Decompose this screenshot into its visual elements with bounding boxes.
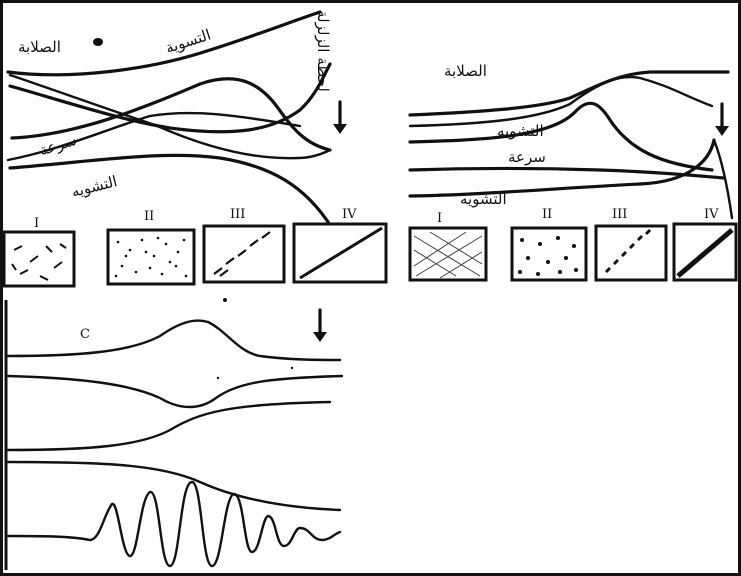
b-curve-bump <box>6 319 342 362</box>
r-curve-distortion <box>408 166 726 180</box>
stray-dot <box>290 366 294 370</box>
left-curves <box>6 10 334 230</box>
label-distortion: التشويه <box>69 172 119 201</box>
bottom-label-c: C <box>80 327 90 342</box>
right-stage-3-label: III <box>612 207 627 222</box>
r-curve-2 <box>408 75 714 128</box>
right-markers <box>715 102 729 136</box>
curve-base <box>6 111 302 162</box>
r-curve-peak <box>408 101 714 172</box>
arrow-down-icon <box>333 124 347 134</box>
stray-dot <box>216 376 220 380</box>
r-curve-hardness <box>408 70 730 117</box>
bottom-arrow-down-icon <box>313 332 327 342</box>
b-curve-fall <box>6 460 342 512</box>
curve-velocity <box>10 77 332 152</box>
curve-lower <box>8 73 332 160</box>
left-stage-2-label: II <box>144 209 154 224</box>
left-stage-box-3 <box>202 224 286 284</box>
left-stage-box-2 <box>106 228 196 286</box>
right-curves <box>408 70 734 220</box>
r-label-velocity: سرعة <box>508 148 546 166</box>
r-arrow-down-icon <box>715 126 729 136</box>
left-stage-box-4 <box>292 222 388 284</box>
left-stage-box-1 <box>2 230 76 288</box>
left-markers <box>93 38 347 134</box>
r-label-hardness: الصلابة <box>444 62 487 80</box>
left-stage-4-label: IV <box>342 207 357 222</box>
stray-dot <box>223 298 227 302</box>
label-hardness: الصلابة <box>18 38 61 56</box>
curve-hardness <box>8 62 332 134</box>
right-stage-1-label: I <box>437 211 442 226</box>
right-stage-4-label: IV <box>704 207 719 222</box>
right-stage-2-label: II <box>542 207 552 222</box>
right-stage-box-2 <box>510 226 588 282</box>
b-curve-rise <box>6 400 332 452</box>
bottom-arrow <box>313 308 327 342</box>
b-curve-wave <box>6 480 342 568</box>
r-curve-drop <box>408 138 716 198</box>
left-stage-1-label: I <box>34 216 39 231</box>
bullet-dot <box>93 38 103 46</box>
curve-distortion <box>8 153 334 230</box>
b-curve-dip <box>6 374 344 409</box>
r-label-distortion-lower: التشويه <box>460 190 507 208</box>
left-stage-3-label: III <box>230 207 245 222</box>
right-stage-box-1 <box>408 226 488 282</box>
r-curve-tail <box>712 138 734 220</box>
r-label-distortion-upper: التشويه <box>497 122 544 140</box>
curve-settlement <box>6 10 322 77</box>
right-stage-box-4 <box>672 222 738 282</box>
bottom-curves <box>6 319 344 568</box>
label-earthquake-moment: لحظة الزلزلة <box>314 10 332 92</box>
right-stage-box-3 <box>594 224 668 282</box>
